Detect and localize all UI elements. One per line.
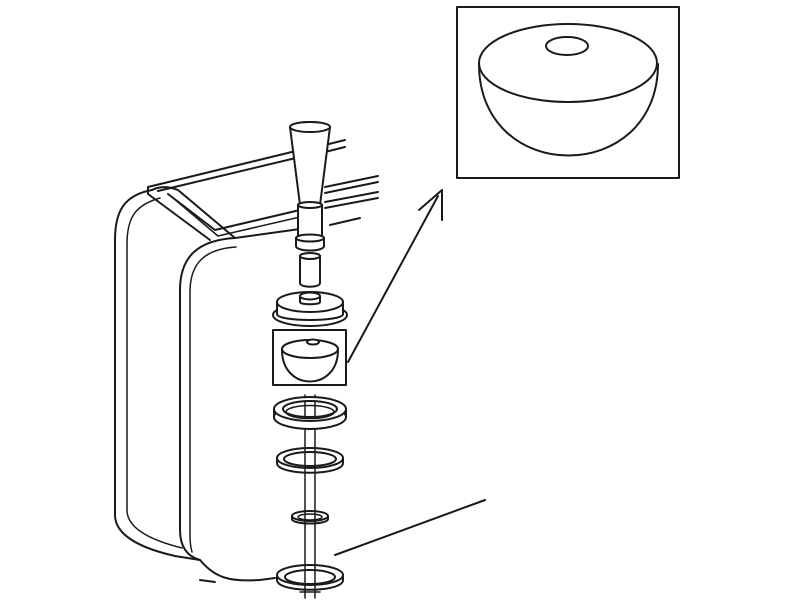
cylinder-stem (299, 252, 321, 288)
inset-enlarged-plug (478, 23, 659, 157)
small-ring (291, 510, 329, 525)
flat-ring-washer (276, 447, 344, 474)
bottom-ring (276, 564, 344, 591)
tank (114, 186, 486, 583)
callout-arrow (347, 189, 443, 363)
tapered-handle (289, 121, 331, 252)
large-seal-ring (273, 396, 347, 430)
inset-enlarged-view (456, 6, 680, 179)
hemispherical-plug (281, 338, 339, 383)
top-rail (147, 139, 379, 241)
top-cap-with-knob (272, 291, 348, 327)
